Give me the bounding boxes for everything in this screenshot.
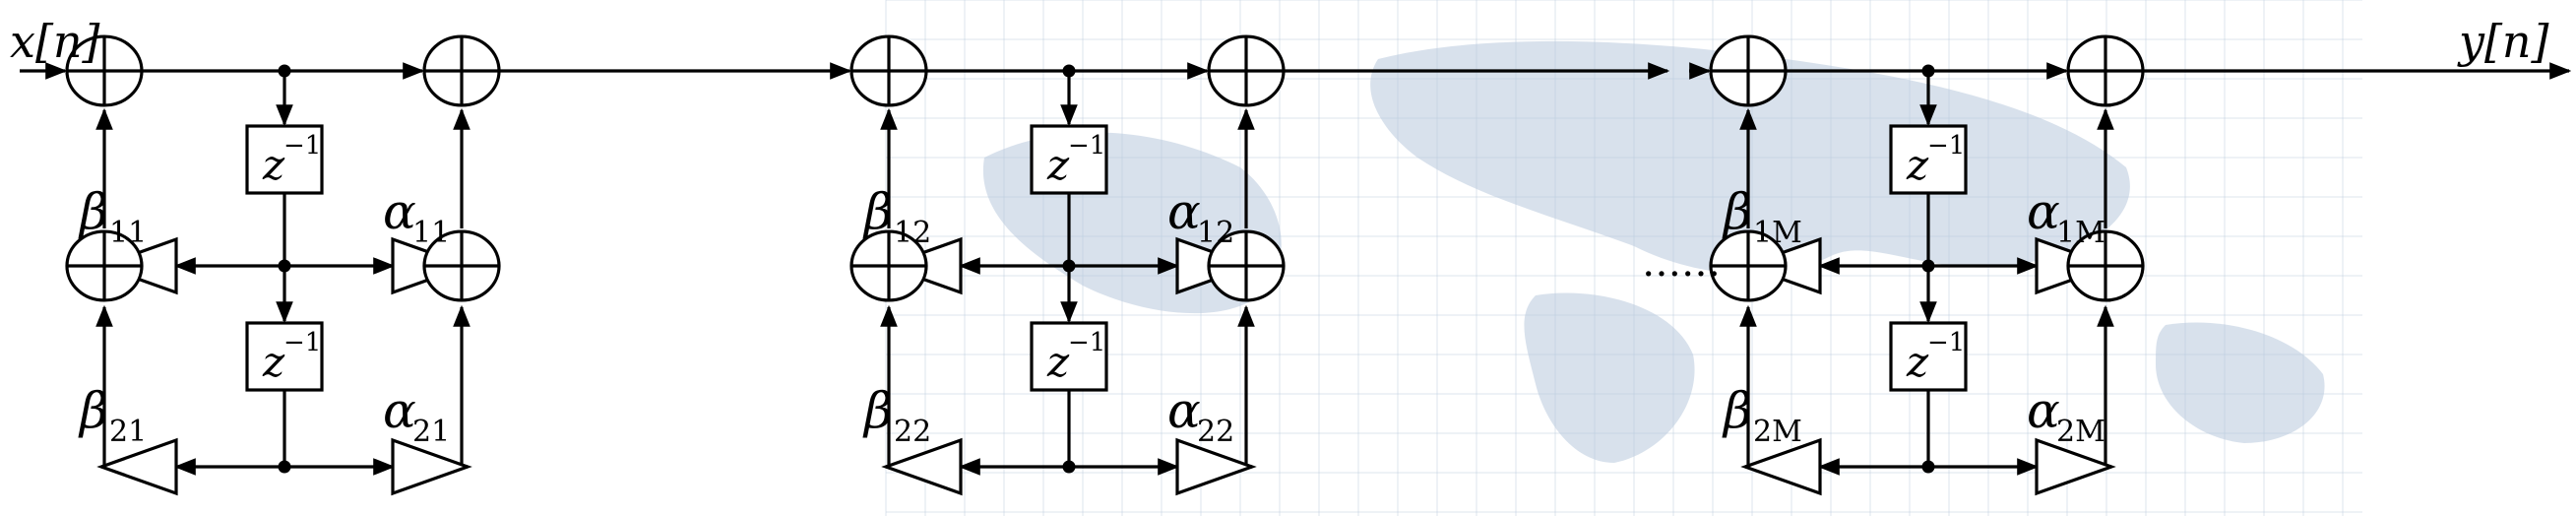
- alpha1-label-stage-1-symbol: α: [383, 183, 416, 240]
- alpha2-label-stage-2-symbol: α: [1167, 382, 1201, 439]
- alpha2-to-mid-adder: [2097, 304, 2114, 469]
- junction-dot: [1062, 460, 1076, 474]
- delay-z: z: [1906, 338, 1929, 386]
- alpha2-label-stage-1-subscript: 21: [412, 415, 450, 449]
- delay-z: z: [1906, 141, 1929, 189]
- beta2-label-stage-M-symbol: β: [1722, 382, 1752, 439]
- alpha2-amp-stage-2: [1175, 437, 1257, 496]
- delay-1-stage-1: z−1: [245, 124, 324, 195]
- delay-2-stage-1: z−1: [245, 321, 324, 392]
- input-signal-label: x[n]: [10, 15, 100, 68]
- junction-dot: [278, 64, 291, 78]
- delay-box: [1030, 321, 1108, 392]
- alpha1-label-stage-1-subscript: 11: [412, 216, 450, 250]
- adder-top-right-stage-1: [422, 34, 501, 107]
- junction-dot: [1921, 259, 1935, 273]
- delay-exponent: −1: [1927, 131, 1965, 161]
- alpha2-label-stage-2-subscript: 22: [1197, 415, 1234, 449]
- beta1-label-stage-1-subscript: 11: [109, 216, 147, 250]
- beta2-label-stage-2-symbol: β: [862, 382, 893, 439]
- delay-exponent: −1: [1068, 328, 1105, 357]
- junction-dot: [1921, 460, 1935, 474]
- alpha1-label-stage-2: α12: [1167, 183, 1234, 250]
- alpha2-to-mid-adder: [453, 304, 471, 469]
- adder-top-right-stage-2: [1207, 34, 1286, 107]
- alpha2-amp-stage-M: [2035, 437, 2116, 496]
- alpha2-to-mid-adder: [1237, 304, 1255, 469]
- junction-dot: [1062, 64, 1076, 78]
- adder-mid-left-stage-2: [849, 229, 928, 302]
- alpha2-label-stage-2: α22: [1167, 382, 1234, 449]
- alpha2-label-stage-M-symbol: α: [2027, 382, 2060, 439]
- beta1-label-stage-2-subscript: 12: [894, 216, 931, 250]
- adder-mid-left-stage-M: [1709, 229, 1788, 302]
- output-signal-label: y[n]: [2457, 15, 2549, 68]
- delay-box: [245, 124, 324, 195]
- alpha2-label-stage-M: α2M: [2027, 382, 2105, 449]
- delay-z: z: [1046, 338, 1070, 386]
- ellipsis: ……: [1642, 240, 1721, 286]
- beta2-label-stage-1-symbol: β: [78, 382, 108, 439]
- junction-dot: [1921, 64, 1935, 78]
- delay-box: [1030, 124, 1108, 195]
- junction-dot: [278, 259, 291, 273]
- delay-exponent: −1: [283, 328, 321, 357]
- alpha2-label-stage-1: α21: [383, 382, 450, 449]
- delay-box: [245, 321, 324, 392]
- beta2-label-stage-M-subscript: 2M: [1753, 415, 1802, 449]
- adder-top-left-stage-1: [65, 34, 144, 107]
- beta2-amp-stage-M: [1740, 437, 1822, 496]
- delay-box: [1889, 321, 1968, 392]
- alpha1-label-stage-2-symbol: α: [1167, 183, 1201, 240]
- adder-mid-right-stage-2: [1207, 229, 1286, 302]
- alpha1-label-stage-M: α1M: [2027, 183, 2105, 250]
- delay-1-stage-M: z−1: [1889, 124, 1968, 195]
- delay-box: [1889, 124, 1968, 195]
- adder-top-right-stage-M: [2066, 34, 2145, 107]
- beta2-label-stage-1-subscript: 21: [109, 415, 147, 449]
- beta2-amp-stage-2: [881, 437, 963, 496]
- beta2-label-stage-2-subscript: 22: [894, 415, 931, 449]
- junction-dot: [278, 460, 291, 474]
- delay-2-stage-M: z−1: [1889, 321, 1968, 392]
- adder-top-left-stage-M: [1709, 34, 1788, 107]
- delay-exponent: −1: [1068, 131, 1105, 161]
- beta2-amp-stage-1: [96, 437, 178, 496]
- adder-mid-left-stage-1: [65, 229, 144, 302]
- beta1-label-stage-1-symbol: β: [78, 183, 108, 240]
- delay-exponent: −1: [283, 131, 321, 161]
- beta1-label-stage-M-symbol: β: [1722, 183, 1752, 240]
- adder-mid-right-stage-1: [422, 229, 501, 302]
- alpha1-label-stage-M-subscript: 1M: [2056, 216, 2105, 250]
- alpha2-label-stage-M-subscript: 2M: [2056, 415, 2105, 449]
- beta1-label-stage-M-subscript: 1M: [1753, 216, 1802, 250]
- alpha2-amp-stage-1: [391, 437, 472, 496]
- alpha2-label-stage-1-symbol: α: [383, 382, 416, 439]
- delay-exponent: −1: [1927, 328, 1965, 357]
- delay-z: z: [262, 338, 285, 386]
- adder-mid-right-stage-M: [2066, 229, 2145, 302]
- delay-2-stage-2: z−1: [1030, 321, 1108, 392]
- beta1-label-stage-2-symbol: β: [862, 183, 893, 240]
- alpha1-label-stage-1: α11: [383, 183, 450, 250]
- junction-dot: [1062, 259, 1076, 273]
- delay-z: z: [1046, 141, 1070, 189]
- adder-top-left-stage-2: [849, 34, 928, 107]
- delay-1-stage-2: z−1: [1030, 124, 1108, 195]
- alpha1-label-stage-2-subscript: 12: [1197, 216, 1234, 250]
- delay-z: z: [262, 141, 285, 189]
- alpha1-label-stage-M-symbol: α: [2027, 183, 2060, 240]
